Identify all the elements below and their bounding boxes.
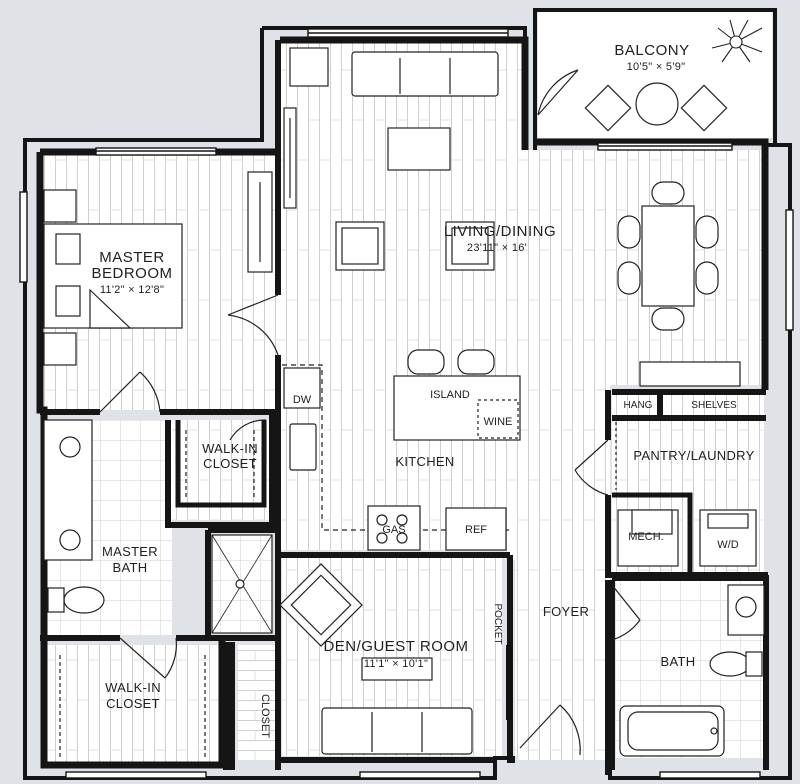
toilet-bath [709, 651, 751, 677]
living-dim: 23'11" × 16' [467, 242, 527, 254]
den-label: DEN/GUEST ROOM [323, 638, 468, 655]
bath-label: BATH [661, 654, 696, 669]
nightstand-bottom [43, 332, 77, 366]
dining-table [641, 205, 695, 307]
entry-door [519, 704, 581, 756]
pocket-door [506, 645, 512, 720]
balcony-label: BALCONY [614, 42, 689, 59]
coffee-table [387, 127, 451, 171]
pocket-label: POCKET [492, 603, 503, 644]
balcony-table [635, 82, 679, 126]
bedroom-door-swing [227, 294, 279, 356]
ref-label: REF [465, 524, 487, 536]
walkin-lower-floor [44, 645, 222, 763]
walkin-lower-label-2: CLOSET [106, 696, 160, 711]
nightstand-top [43, 189, 77, 223]
pantry-walls [605, 389, 768, 775]
balcony-dim: 10'5" × 5'9" [627, 61, 686, 73]
living-label: LIVING/DINING [444, 223, 556, 240]
balcony-door-swing [537, 69, 579, 116]
labels: BALCONY 10'5" × 5'9" LIVING/DINING 23'11… [91, 42, 754, 738]
closet-label: CLOSET [259, 694, 271, 738]
balcony-chair-left [584, 84, 632, 132]
bedroom-bottom-wall [40, 409, 275, 528]
plant-icon [711, 19, 763, 63]
den-sofa [321, 707, 473, 755]
windows [19, 28, 794, 779]
mech-wall [612, 492, 693, 572]
island-label: ISLAND [430, 389, 470, 401]
doors [99, 69, 641, 756]
walls [23, 8, 792, 780]
shower [211, 534, 273, 634]
sideboard [639, 361, 741, 387]
pantry-label: PANTRY/LAUNDRY [633, 448, 754, 463]
den-walls [275, 555, 515, 763]
foyer-label: FOYER [543, 604, 589, 619]
master-bath-label-2: BATH [113, 560, 148, 575]
balcony-chair-right [680, 84, 728, 132]
master-bedroom-label-2: BEDROOM [91, 265, 172, 282]
mech-label: MECH. [628, 531, 663, 543]
sofa-top [351, 51, 499, 97]
pantry-door [574, 439, 609, 496]
gas-label: GAS [382, 524, 405, 536]
den-table [361, 657, 433, 681]
master-bath-label-1: MASTER [102, 544, 158, 559]
wd-label: W/D [717, 539, 738, 551]
walkin-lower-door [119, 637, 177, 679]
walkin-upper-wall [175, 420, 267, 508]
master-bedroom-label-1: MASTER [99, 249, 165, 266]
kitchen-label: KITCHEN [395, 454, 454, 469]
range [367, 505, 421, 551]
bath-wall [609, 575, 769, 770]
bath-door [611, 584, 641, 641]
refrigerator [445, 507, 507, 551]
master-bath-door [99, 371, 161, 413]
master-bedroom-dim: 11'2" × 12'8" [100, 284, 164, 296]
wine-cooler [477, 399, 519, 439]
walkin-lower-label-1: WALK-IN [105, 680, 161, 695]
inner-wall-main [36, 36, 769, 769]
living-chair-top-left [289, 47, 329, 87]
furniture [43, 47, 765, 760]
toilet-master [63, 586, 105, 614]
walkin-upper-label-2: CLOSET [203, 456, 257, 471]
outer-wall [23, 8, 792, 780]
hang-label: HANG [624, 400, 653, 411]
wine-label: WINE [484, 416, 513, 428]
dw-label: DW [293, 394, 312, 406]
walkin-door [229, 419, 267, 465]
den-dim: 11'1" × 10'1" [364, 658, 428, 670]
sink [289, 423, 317, 471]
closet-floor [238, 645, 278, 760]
walkin-upper-label-1: WALK-IN [202, 441, 258, 456]
shelves-label: SHELVES [691, 400, 737, 411]
